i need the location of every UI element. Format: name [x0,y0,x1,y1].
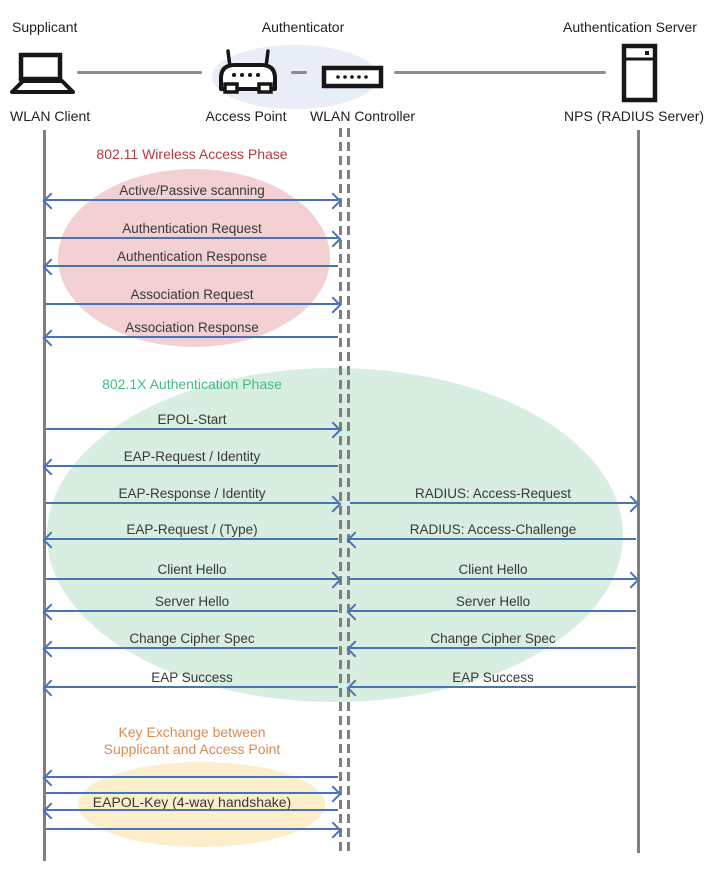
message-label: EPOL-Start [157,412,227,427]
message-label: EAP-Request / (Type) [126,522,258,537]
radius-server-lifeline [637,130,640,853]
message-arrow-left [42,258,338,276]
wlan-controller-icon [321,65,384,89]
node-label-wlan-controller: WLAN Controller [309,108,416,124]
phase1-ellipse [58,169,330,347]
message-arrow-both [42,192,342,210]
phase3-title-line1: Key Exchange between [118,724,266,740]
message-arrow-right [46,571,342,589]
message-label: Client Hello [157,562,227,577]
message-arrow-left [42,802,338,820]
message-label: Server Hello [154,594,230,609]
role-supplicant: Supplicant [12,19,78,35]
message-arrow-left [346,640,636,658]
phase3-title-line2: Supplicant and Access Point [103,741,281,757]
message-label: RADIUS: Access-Challenge [409,522,577,537]
message-label: EAP Success [151,670,233,685]
message-label: EAP-Response / Identity [118,486,266,501]
connector-controller-server [394,71,606,74]
message-label: Change Cipher Spec [430,631,556,646]
connector-ap-controller [291,71,307,74]
message-label: Active/Passive scanning [119,183,265,198]
phase3-title: Key Exchange between Supplicant and Acce… [46,724,338,758]
message-arrow-left [42,329,338,347]
server-icon [621,43,658,103]
connector-client-ap [77,71,202,74]
message-label: EAPOL-Key (4-way handshake) [92,794,292,810]
message-arrow-right [46,785,342,803]
message-label: Change Cipher Spec [129,631,255,646]
message-label: RADIUS: Access-Request [414,486,572,501]
message-label: EAP Success [452,670,534,685]
message-label: Client Hello [458,562,528,577]
message-arrow-right [46,230,342,248]
phase1-title: 802.11 Wireless Access Phase [96,146,288,162]
message-arrow-right [46,821,342,839]
message-arrow-left [346,531,636,549]
laptop-icon [10,52,75,94]
node-label-nps-radius-server: NPS (RADIUS Server) [564,108,705,124]
message-arrow-right [350,571,640,589]
wlan-controller-lifeline-dashed-2 [347,128,350,854]
message-arrow-left [42,679,338,697]
node-label-wlan-client: WLAN Client [10,108,91,124]
message-arrow-left [346,603,636,621]
message-arrow-left [346,679,636,697]
message-arrow-left [42,458,338,476]
wlan-controller-lifeline-dashed-1 [339,128,342,854]
phase2-title: 802.1X Authentication Phase [102,376,282,392]
message-arrow-left [42,769,338,787]
message-label: Authentication Response [116,249,268,264]
message-arrow-right [46,296,342,314]
message-arrow-right [350,495,640,513]
message-label: Authentication Request [122,221,262,236]
role-authentication-server: Authentication Server [563,19,697,35]
message-arrow-left [42,603,338,621]
phase2-ellipse [47,368,623,702]
access-point-icon [219,49,277,94]
message-label: Server Hello [455,594,531,609]
message-arrow-left [42,640,338,658]
role-authenticator: Authenticator [261,19,345,35]
message-arrow-right [46,421,342,439]
message-arrow-left [42,531,338,549]
supplicant-lifeline [43,130,46,861]
node-label-access-point: Access Point [205,108,287,124]
message-label: Association Request [130,287,254,302]
message-label: EAP-Request / Identity [123,449,261,464]
message-arrow-right [46,495,342,513]
message-label: Association Response [125,320,259,335]
